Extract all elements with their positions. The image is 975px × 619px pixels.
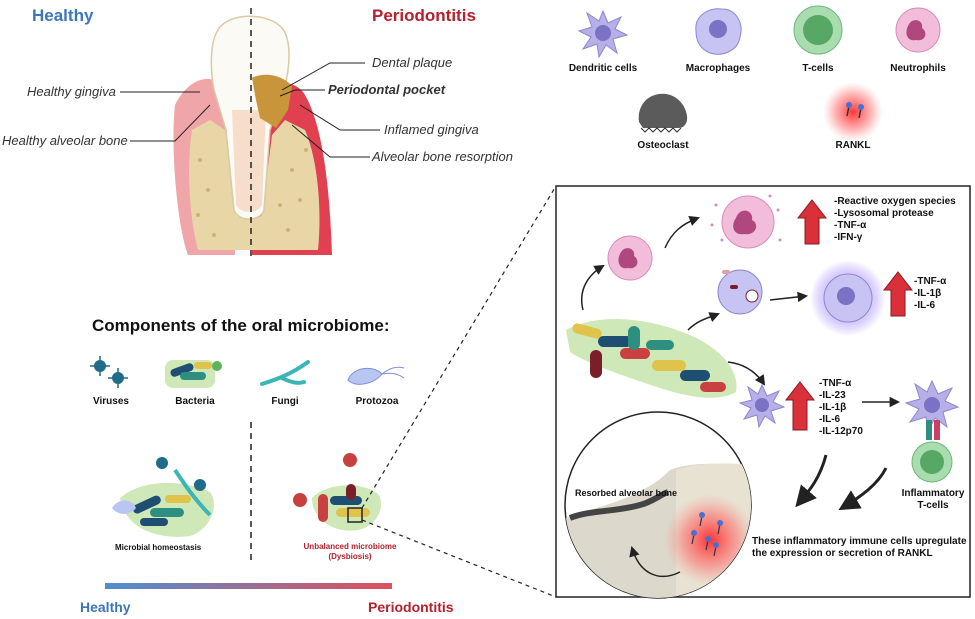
fungi-icon [260,360,310,386]
bottom-healthy-label: Healthy [80,599,131,615]
resorbed-bone-label: Resorbed alveolar bone [575,488,678,498]
virus-icon [90,356,128,388]
dysbiosis-cluster-icon [293,453,382,531]
inflamed-gingiva-label: Inflamed gingiva [384,122,479,137]
neutrophil-mediators-list: -Reactive oxygen species-Lysosomal prote… [834,196,956,243]
panel-dendritic-cell-icon [738,383,786,429]
alveolar-bone-shape [189,120,320,250]
health-gradient-bar [105,583,392,589]
legend-icons [577,5,941,142]
rankl-icon [823,82,883,142]
healthy-gingiva-label: Healthy gingiva [27,84,116,99]
macrophages-label: Macrophages [685,63,751,74]
healthy-heading: Healthy [32,6,94,25]
t-cells-label: T-cells [802,63,834,74]
neutrophil-icon [895,7,941,53]
macrophage-icon [695,8,742,55]
protozoa-icon [347,366,405,385]
dendritic-cell-icon [577,9,629,59]
fungi-label: Fungi [271,396,299,407]
up-arrow-1-icon [796,199,828,245]
bottom-periodontitis-label: Periodontitis [368,599,454,615]
rankl-label: RANKL [835,140,871,151]
microbiome-icons [90,356,405,560]
dental-plaque-label: Dental plaque [372,55,453,70]
periodontal-pocket-label: Periodontal pocket [328,82,446,97]
healthy-alveolar-bone-label: Healthy alveolar bone [2,133,128,148]
dysbiosis-label: Unbalanced microbiome (Dysbiosis) [303,542,397,561]
alveolar-bone-resorption-label: Alveolar bone resorption [372,149,513,164]
macrophage-activation [687,260,886,336]
up-arrow-3-icon [784,381,816,431]
inflammatory-t-cells-label: Inflammatory T-cells [901,488,965,511]
viruses-label: Viruses [93,396,129,407]
microbiome-title: Components of the oral microbiome: [92,316,390,335]
dendritic-mediators-list: -TNF-α-IL-23-IL-1β -IL-6-IL-12p70 [819,378,863,437]
panel-bacteria-cluster [566,319,737,398]
plaque-shape [252,74,292,128]
upregulation-arrows [784,199,914,431]
rankl-upregulation-caption: These inflammatory immune cells upregula… [752,536,967,559]
bacteria-label: Bacteria [175,396,215,407]
osteoclast-label: Osteoclast [637,140,689,151]
homeostasis-cluster-icon [112,457,214,537]
bacteria-icon [165,360,222,388]
dendritic-cells-label: Dendritic cells [568,63,638,74]
t-cell-icon [793,5,843,55]
protozoa-label: Protozoa [355,396,399,407]
tooth-diagram [120,8,380,260]
phagocytosing-macrophage-icon [717,269,763,315]
dendritic-activation [727,361,960,483]
up-arrow-2-icon [882,271,914,317]
neutrophils-label: Neutrophils [890,63,946,74]
periodontitis-heading: Periodontitis [372,6,476,25]
neutrophil-activation [581,194,782,311]
macrophage-mediators-list: -TNF-α-IL-1β-IL-6 [914,276,947,311]
microbial-homeostasis-label: Microbial homeostasis [115,543,202,552]
osteoclast-icon [638,93,688,133]
